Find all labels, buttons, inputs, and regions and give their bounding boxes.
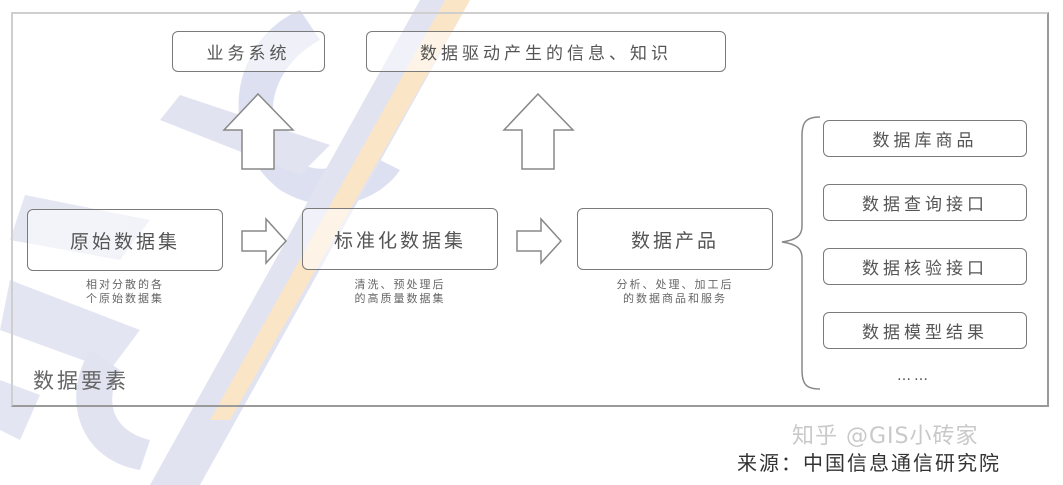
query-interface-box: 数据查询接口 [823,184,1027,221]
info-knowledge-label: 数据驱动产生的信息、知识 [420,44,672,64]
info-knowledge-box: 数据驱动产生的信息、知识 [366,31,726,72]
raw-dataset-label: 原始数据集 [69,230,180,253]
right-arrow-icon [516,217,563,265]
verification-interface-box: 数据核验接口 [823,248,1027,285]
data-product-box: 数据产品 [577,208,773,270]
business-system-box: 业务系统 [172,31,325,72]
data-product-label: 数据产品 [630,229,719,252]
caption-line: 分析、处理、加工后 [616,278,734,291]
data-product-caption: 分析、处理、加工后 的数据商品和服务 [577,278,773,306]
caption-line: 个原始数据集 [86,292,164,305]
right-arrow-icon [241,217,288,265]
raw-dataset-box: 原始数据集 [27,209,223,271]
caption-line: 相对分散的各 [86,278,164,291]
watermark-credit: 知乎 @GIS小砖家 [792,424,979,449]
caption-line: 的数据商品和服务 [623,292,727,305]
up-arrow-icon [502,92,575,170]
standardized-dataset-box: 标准化数据集 [302,208,498,270]
business-system-label: 业务系统 [206,44,291,64]
model-result-box: 数据模型结果 [823,312,1027,349]
curly-brace-icon [781,116,821,390]
source-caption: 来源：中国信息通信研究院 [737,451,1001,475]
model-result-label: 数据模型结果 [862,323,988,343]
standardized-dataset-caption: 清洗、预处理后 的高质量数据集 [302,278,498,306]
raw-dataset-caption: 相对分散的各 个原始数据集 [27,278,223,306]
diagram-title: 数据要素 [33,369,129,393]
database-product-label: 数据库商品 [872,131,978,151]
up-arrow-icon [222,92,295,170]
verification-interface-label: 数据核验接口 [862,259,988,279]
database-product-box: 数据库商品 [823,120,1027,157]
caption-line: 的高质量数据集 [354,292,446,305]
more-items-ellipsis: …… [897,368,931,384]
standardized-dataset-label: 标准化数据集 [333,229,466,252]
caption-line: 清洗、预处理后 [354,278,446,291]
query-interface-label: 数据查询接口 [862,195,988,215]
